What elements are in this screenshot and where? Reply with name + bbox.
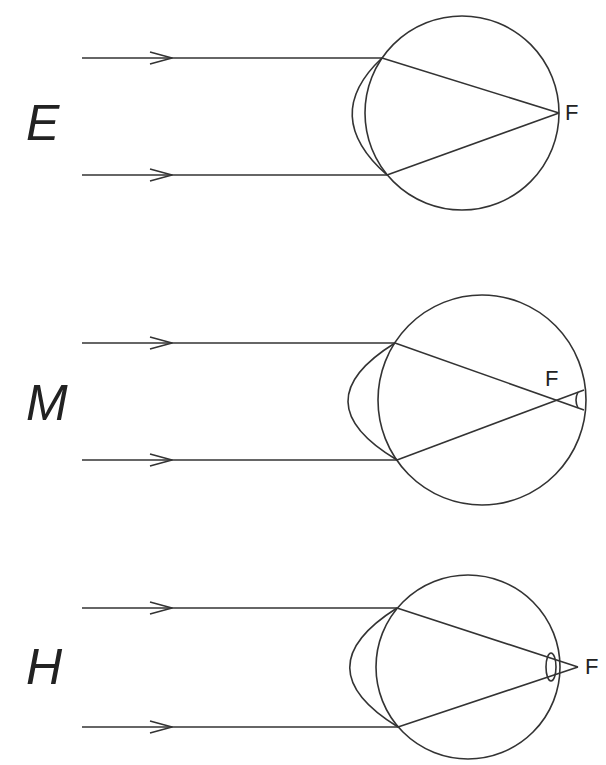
focal-point-label: F [565, 102, 578, 124]
focal-point-label: F [545, 368, 558, 390]
focal-point-label: F [585, 656, 598, 678]
emmetropic-eye [82, 16, 559, 210]
eye-type-letter: E [26, 98, 59, 148]
myopic-eye [82, 295, 586, 505]
hyperopic-eye [82, 575, 578, 759]
eye-type-letter: H [26, 642, 62, 692]
eye-type-letter: M [26, 378, 68, 428]
